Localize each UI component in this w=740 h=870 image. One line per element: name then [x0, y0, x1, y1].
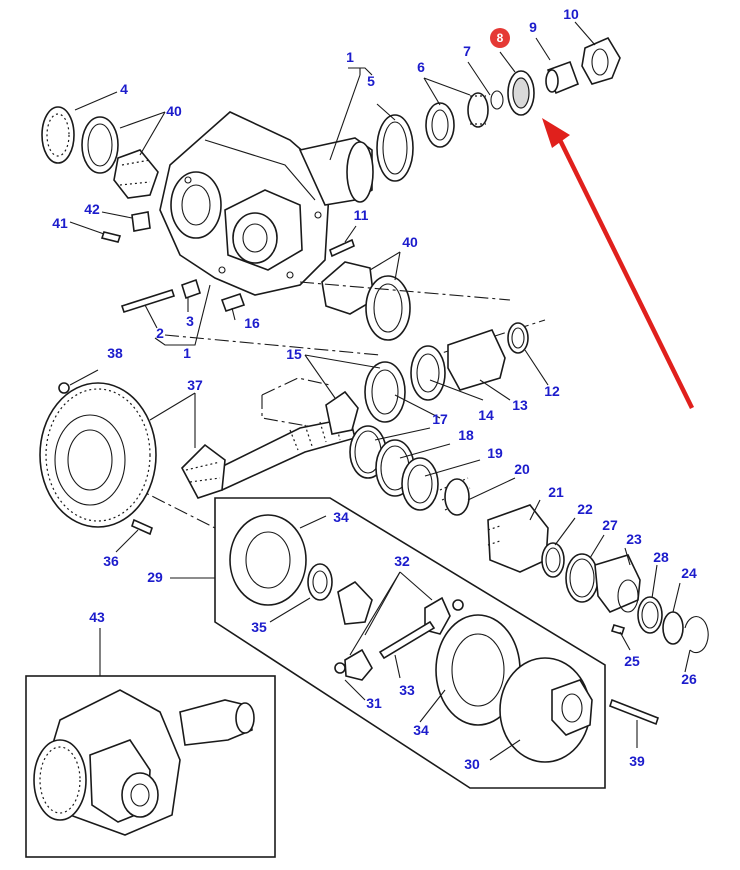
callout-14: 14 — [478, 407, 494, 423]
callout-7: 7 — [463, 43, 471, 59]
callout-37: 37 — [187, 377, 203, 393]
callout-23: 23 — [626, 531, 642, 547]
highlight-arrow — [542, 118, 695, 409]
callout-29: 29 — [147, 569, 163, 585]
callout-27: 27 — [602, 517, 618, 533]
callout-41: 41 — [52, 215, 68, 231]
callout-6: 6 — [417, 59, 425, 75]
callout-13: 13 — [512, 397, 528, 413]
callout-3: 3 — [186, 313, 194, 329]
callout-5: 5 — [367, 73, 375, 89]
callout-28: 28 — [653, 549, 669, 565]
callout-18: 18 — [458, 427, 474, 443]
callout-24: 24 — [681, 565, 697, 581]
differential-housing — [159, 111, 374, 296]
callout-9: 9 — [529, 19, 537, 35]
callout-20: 20 — [514, 461, 530, 477]
highlight-badge — [490, 28, 510, 48]
callout-34-upper: 34 — [333, 509, 349, 525]
assembled-view-inset — [25, 675, 276, 858]
differential-kit-group — [214, 497, 606, 789]
right-lower-parts — [487, 504, 709, 726]
callout-26: 26 — [681, 671, 697, 687]
callout-33: 33 — [399, 682, 415, 698]
callout-12: 12 — [544, 383, 560, 399]
left-bearing-group — [41, 106, 159, 243]
callout-8-highlighted: 8 — [497, 31, 504, 45]
callout-38: 38 — [107, 345, 123, 361]
callout-43: 43 — [89, 609, 105, 625]
callout-1-top: 1 — [346, 49, 354, 65]
shaft-seal-group — [376, 36, 621, 182]
callout-42: 42 — [84, 201, 100, 217]
callout-36: 36 — [103, 553, 119, 569]
callout-30: 30 — [464, 756, 480, 772]
callout-15: 15 — [286, 346, 302, 362]
callout-39: 39 — [629, 753, 645, 769]
callout-32: 32 — [394, 553, 410, 569]
bolts-group — [120, 238, 355, 314]
callout-11: 11 — [354, 207, 369, 223]
callout-31: 31 — [366, 695, 382, 711]
crown-wheel-group — [39, 382, 157, 536]
callout-35: 35 — [251, 619, 267, 635]
callout-labels: 1 1 2 3 4 5 6 7 8 9 10 11 12 13 14 15 16… — [52, 6, 697, 772]
right-bearing-group — [321, 261, 411, 341]
callout-22: 22 — [577, 501, 593, 517]
callout-40-top: 40 — [166, 103, 182, 119]
pinion-shaft-group — [181, 322, 529, 516]
callout-1-bottom: 1 — [183, 345, 191, 361]
callout-4: 4 — [120, 81, 128, 97]
callout-2: 2 — [156, 325, 164, 341]
callout-19: 19 — [487, 445, 503, 461]
callout-10: 10 — [563, 6, 579, 22]
callout-25: 25 — [624, 653, 640, 669]
callout-34-lower: 34 — [413, 722, 429, 738]
callout-17: 17 — [432, 411, 448, 427]
callout-21: 21 — [548, 484, 564, 500]
callout-16: 16 — [244, 315, 260, 331]
leader-lines — [69, 21, 691, 761]
callout-40-right: 40 — [402, 234, 418, 250]
